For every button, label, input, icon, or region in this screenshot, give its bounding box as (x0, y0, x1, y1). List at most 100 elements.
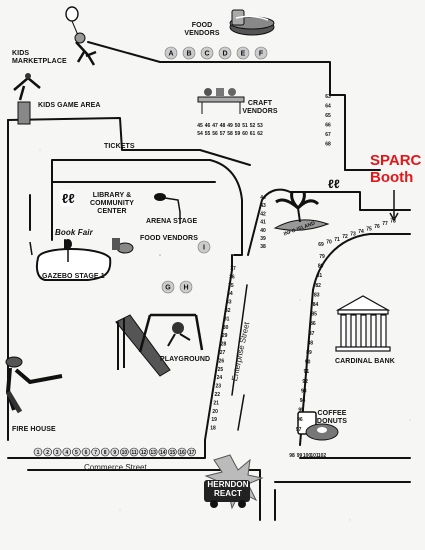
booth-number: 40 (260, 228, 266, 234)
booth-number: 70 (326, 239, 332, 245)
vendor-letter: H (183, 285, 188, 292)
booth-number: 14 (160, 450, 166, 456)
restroom-icon: ℓℓ (60, 190, 75, 206)
booth-number: 17 (189, 450, 195, 456)
booth-number: 12 (141, 450, 147, 456)
booth-number: 57 (220, 131, 226, 137)
booth-number: 39 (260, 236, 266, 242)
booth-number: 76 (374, 224, 380, 230)
booth-number: 1 (37, 450, 40, 456)
booth-number: 26 (219, 358, 225, 364)
vendor-letter: G (165, 285, 171, 292)
craft-vendor-icon (197, 88, 245, 114)
booth-circle (100, 447, 110, 457)
booth-number: 56 (212, 131, 218, 137)
booth-number: 94 (300, 398, 306, 404)
booth-circle (91, 447, 100, 457)
playground-label: PLAYGROUND (160, 356, 211, 363)
booth-number: 89 (306, 350, 312, 356)
booth-circle (62, 447, 72, 457)
booth-number: 2 (46, 450, 49, 456)
booth-number: 46 (205, 123, 211, 129)
booth-number: 95 (298, 408, 304, 414)
booth-number: 4 (65, 450, 68, 456)
booth-circle (120, 447, 129, 457)
booth-number: 68 (325, 142, 331, 148)
booth-number: 93 (301, 388, 307, 394)
booth-number: 31 (224, 316, 230, 322)
booth-number: 78 (390, 219, 396, 225)
gazebo-structure (29, 241, 112, 281)
burger-icon (112, 238, 134, 254)
booth-number: 19 (211, 417, 217, 423)
vendor-letter-circle (179, 280, 193, 294)
booth-number: 45 (197, 123, 203, 129)
booth-number: 15 (170, 450, 176, 456)
booth-number: 49 (227, 123, 233, 129)
booth-circle (168, 447, 177, 457)
food-vendors-mid-label: FOOD VENDORS (140, 235, 198, 242)
cardinal-bank-label: CARDINAL BANK (335, 358, 395, 365)
coffee-donut-icon (297, 411, 339, 441)
booth-number: 65 (325, 113, 331, 119)
booth-number: 72 (342, 234, 348, 240)
balloon-boy-icon (65, 6, 97, 66)
booth-number: 44 (260, 195, 266, 201)
gazebo-label: GAZEBO STAGE 1 (42, 273, 105, 280)
booth-number: 30 (223, 325, 229, 331)
booth-number: 6 (85, 450, 88, 456)
booth-number: 25 (218, 367, 224, 373)
booth-number: 67 (325, 132, 331, 138)
vendor-letter-circle (236, 46, 250, 60)
tickets-label: TICKETS (104, 143, 135, 150)
vendor-letter-circle (200, 46, 214, 60)
booth-number: 16 (179, 450, 185, 456)
booth-number: 41 (260, 220, 266, 226)
svg-text:ℓℓ: ℓℓ (328, 177, 340, 191)
vendor-letter-circle (164, 46, 178, 60)
booth-number: 97 (296, 427, 302, 433)
booth-circle (43, 447, 52, 457)
vendor-letter-circle (218, 46, 232, 60)
booth-circle (52, 447, 62, 457)
booth-number: 84 (313, 302, 319, 308)
booth-number: 33 (226, 300, 232, 306)
booth-number: 66 (325, 123, 331, 129)
booth-number: 87 (309, 331, 315, 337)
vendor-letter: D (222, 51, 227, 58)
microphone-icon (64, 239, 72, 262)
restroom-icon: ℓℓ (328, 177, 340, 191)
booth-number: 73 (350, 232, 356, 238)
booth-circle (81, 447, 91, 457)
booth-number: 53 (257, 123, 263, 129)
booth-number: 29 (222, 333, 228, 339)
commerce-street-label: Commerce Street (84, 463, 147, 472)
booth-number: 74 (358, 229, 364, 235)
book-fair-label: Book Fair (55, 228, 93, 237)
booth-number: 92 (302, 379, 308, 385)
booth-number: 61 (250, 131, 256, 137)
booth-number: 13 (150, 450, 156, 456)
booth-number: 35 (228, 283, 234, 289)
booth-number: 91 (304, 369, 310, 375)
hotdog-icon (229, 9, 275, 36)
booth-number: 36 (229, 274, 235, 280)
booth-number: 11 (131, 450, 137, 456)
booth-number: 63 (325, 94, 331, 100)
booth-number: 79 (319, 254, 325, 260)
vendor-letter: F (259, 51, 264, 58)
booth-number: 51 (242, 123, 248, 129)
booth-circle (72, 447, 81, 457)
booth-number: 85 (311, 312, 317, 318)
booth-number: 3 (56, 450, 59, 456)
fire-house-label: FIRE HOUSE (12, 426, 56, 433)
booth-circle (177, 447, 187, 457)
vendor-letter-circle (254, 46, 268, 60)
